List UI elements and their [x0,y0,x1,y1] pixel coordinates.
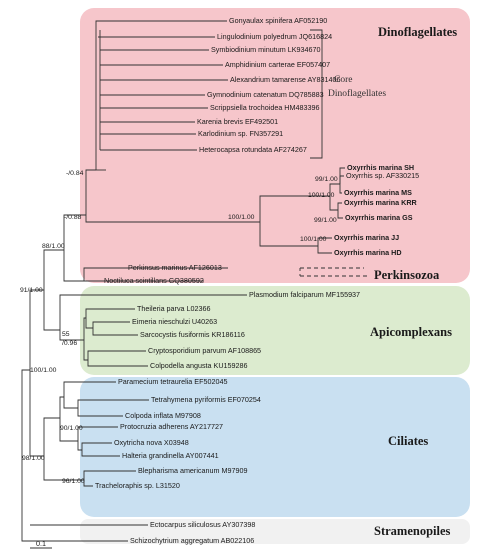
leaf-label: Tracheloraphis sp. L31520 [95,481,180,490]
support-value: 99/1.00 [314,217,337,224]
leaf-label: Oxyrrhis marina MS [344,188,412,197]
dinoflagellates-band [80,8,470,283]
leaf-label: Theileria parva L02366 [137,304,211,313]
support-value: /0.96 [62,340,77,347]
leaf-label: Symbiodinium minutum LK934670 [211,45,320,54]
stramenopiles-band [80,519,470,544]
leaf-label: Karlodinium sp. FN357291 [198,129,283,138]
leaf-label: Oxyrrhis marina KRR [344,198,418,207]
leaf-label: Tetrahymena pyriformis EF070254 [151,395,261,404]
leaf-label: Gymnodinium catenatum DQ785883 [207,90,324,99]
core-label-line1: Core [334,75,352,85]
support-value: 100/1.00 [300,236,327,243]
leaf-label: Eimeria nieschulzi U40263 [132,317,217,326]
support-value: 91/1.00 [20,287,43,294]
scale-bar-label: 0.1 [36,539,46,548]
support-value: 100/1.00 [308,192,335,199]
leaf-label: Oxyrrhis marina JJ [334,233,399,242]
support-value: 90/1.00 [60,425,83,432]
support-value: -/0.84 [66,170,84,177]
leaf-label: Amphidinium carterae EF057407 [225,60,330,69]
core-label-line2: Dinoflagellates [328,88,386,99]
leaf-label: Plasmodium falciparum MF155937 [249,290,360,299]
clade-title-perkinsozoa: Perkinsozoa [374,268,440,282]
support-value: -/0.88 [64,214,82,221]
support-value: 55 [62,331,70,338]
leaf-label: Oxyrrhis marina HD [334,248,402,257]
leaf-label: Blepharisma americanum M97909 [138,466,247,475]
clade-title-apicomplexans: Apicomplexans [370,325,452,339]
support-value: 88/1.00 [42,243,65,250]
leaf-label: Noctiluca scintillans GQ380592 [104,276,204,285]
leaf-label: Cryptosporidium parvum AF108865 [148,346,261,355]
leaf-label: Gonyaulax spinifera AF052190 [229,16,327,25]
leaf-label: Perkinsus marinus AF126013 [128,263,222,272]
support-value: 96/1.00 [62,478,85,485]
leaf-label: Oxyrrhis marina GS [345,213,413,222]
support-value: 99/1.00 [315,176,338,183]
leaf-label: Karenia brevis EF492501 [197,117,278,126]
leaf-label: Colpodella angusta KU159286 [150,361,248,370]
leaf-label: Oxyrrhis marina SH [347,163,414,172]
leaf-label: Ectocarpus siliculosus AY307398 [150,520,255,529]
support-value: 100/1.00 [30,367,57,374]
leaf-label: Halteria grandinella AY007441 [122,451,219,460]
leaf-label: Colpoda inflata M97908 [125,411,201,420]
clade-title-dinoflagellates: Dinoflagellates [378,25,457,39]
leaf-label: Oxytricha nova X03948 [114,438,189,447]
leaf-label: Paramecium tetraurelia EF502045 [118,377,227,386]
leaf-label: Sarcocystis fusiformis KR186116 [140,330,245,339]
leaf-label: Heterocapsa rotundata AF274267 [199,145,307,154]
support-values: -/0.84 -/0.88 99/1.00 100/1.00 99/1.00 1… [20,170,338,485]
support-value: 98/1.00 [22,455,45,462]
leaf-label: Oxyrrhis sp. AF330215 [346,171,419,180]
ciliates-band [80,377,470,517]
leaf-label: Scrippsiella trochoidea HM483396 [210,103,319,112]
leaf-label: Protocruzia adherens AY217727 [120,422,223,431]
leaf-labels: Gonyaulax spinifera AF052190 Lingulodini… [95,16,419,545]
leaf-label: Schizochytrium aggregatum AB022106 [130,536,254,545]
apicomplexans-band [80,286,470,375]
leaf-label: Alexandrium tamarense AY831406 [230,75,341,84]
clade-title-stramenopiles: Stramenopiles [374,524,451,538]
tree-branches [21,20,370,542]
support-value: 100/1.00 [228,214,255,221]
leaf-label: Lingulodinium polyedrum JQ616824 [217,32,332,41]
clade-title-ciliates: Ciliates [388,434,428,448]
